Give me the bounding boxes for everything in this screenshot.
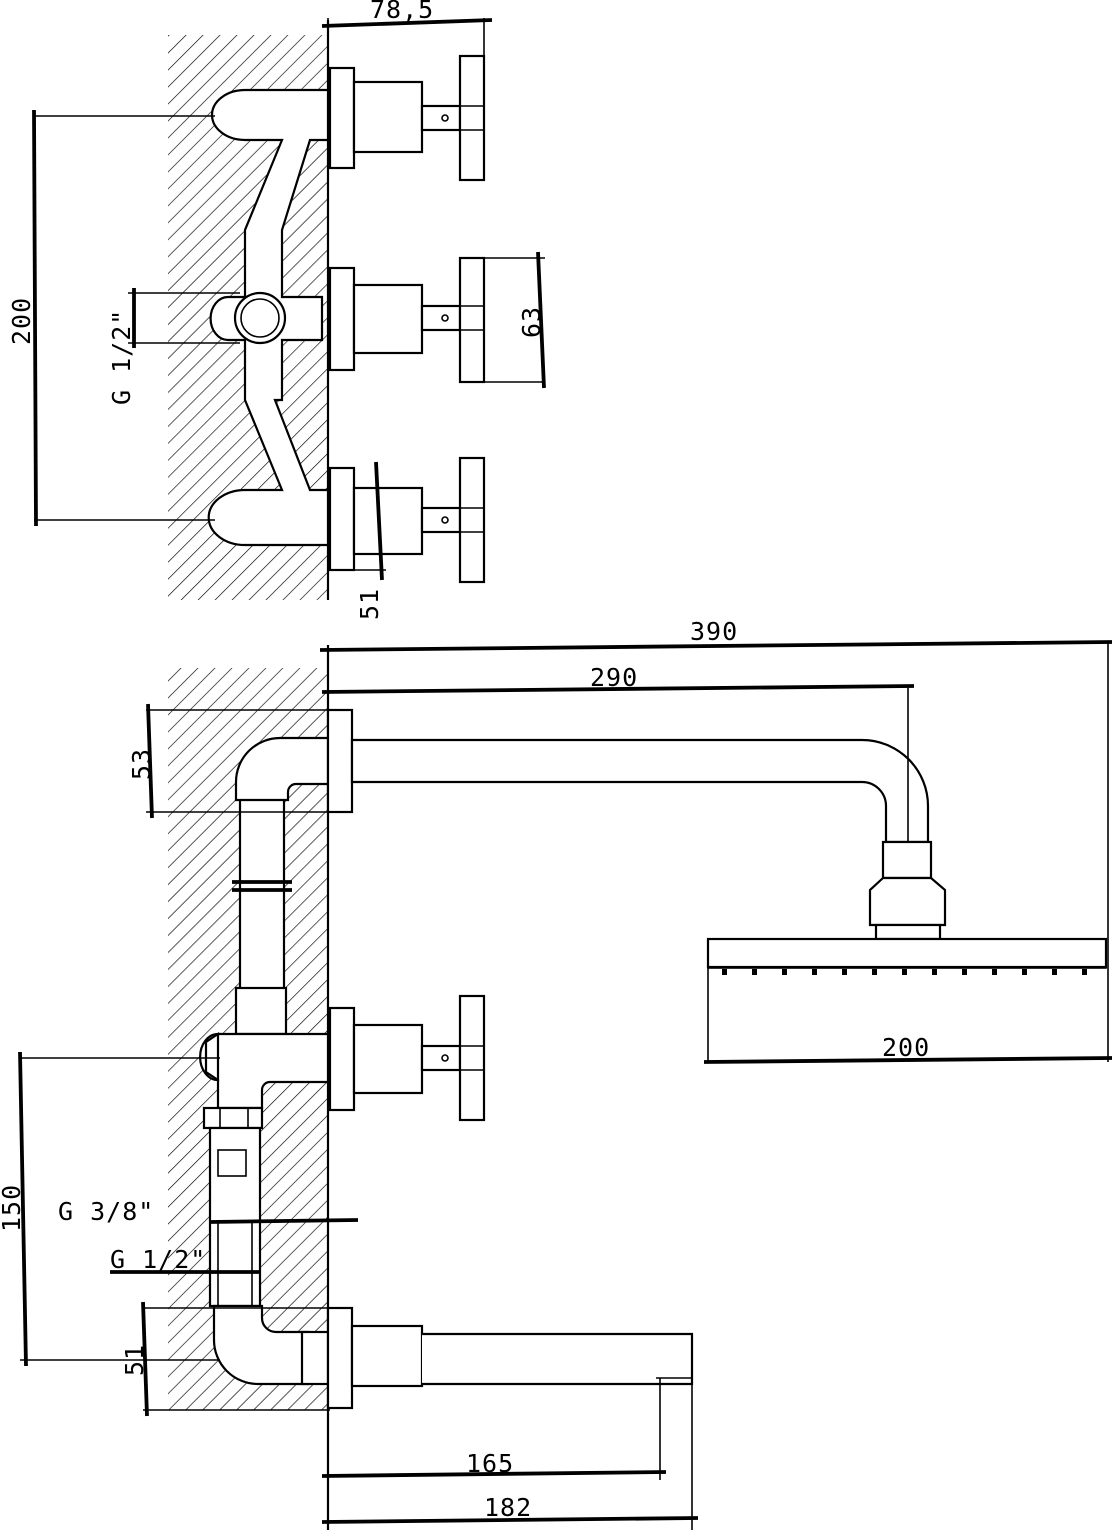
dim-head-label: 200 bbox=[882, 1033, 930, 1062]
dim-depth-top: 51 bbox=[330, 461, 386, 620]
thread-top: G 1/2" bbox=[107, 288, 240, 405]
dim-flange: 53 bbox=[127, 703, 330, 819]
shower-arm bbox=[326, 708, 930, 844]
dim-handle-top: 63 bbox=[460, 251, 546, 389]
spout bbox=[326, 1306, 694, 1530]
dim-spout-outer: 182 bbox=[321, 1493, 699, 1524]
handle-middle-top bbox=[328, 256, 486, 384]
nozzle bbox=[752, 969, 757, 975]
dim-width-top-label: 78,5 bbox=[370, 0, 434, 24]
handle-lower-top bbox=[328, 456, 486, 584]
shower-head bbox=[706, 937, 1108, 975]
dim-depth-top-label: 51 bbox=[355, 588, 384, 620]
dim-depth-front: 51 bbox=[120, 1301, 330, 1417]
dim-handle-top-label: 63 bbox=[517, 306, 546, 338]
nozzle bbox=[722, 969, 727, 975]
dim-spout-inner: 165 bbox=[321, 1449, 667, 1478]
thread-upper-label: G 3/8" bbox=[58, 1197, 154, 1226]
dim-spout-inner-label: 165 bbox=[466, 1449, 514, 1478]
thread-top-label: G 1/2" bbox=[107, 309, 136, 405]
thread-lower-front: G 1/2" bbox=[110, 1245, 260, 1274]
mixer-body-front bbox=[199, 986, 330, 1110]
dim-spacing-label: 150 bbox=[0, 1184, 26, 1232]
dim-total: 390 bbox=[319, 617, 1113, 1062]
dim-arm-label: 290 bbox=[590, 663, 638, 692]
nozzle bbox=[812, 969, 817, 975]
front-view: 390 290 53 200 150 bbox=[0, 617, 1113, 1530]
hex-nut bbox=[202, 1106, 264, 1130]
nozzle bbox=[962, 969, 967, 975]
nozzle bbox=[902, 969, 907, 975]
thread-upper-front: G 3/8" bbox=[58, 1197, 359, 1226]
lower-pipe bbox=[208, 1126, 330, 1386]
dim-height-top-label: 200 bbox=[7, 297, 36, 345]
riser-pipe bbox=[232, 736, 330, 992]
thread-lower-label: G 1/2" bbox=[110, 1245, 206, 1274]
dim-flange-label: 53 bbox=[127, 748, 156, 780]
shower-connector bbox=[868, 840, 947, 941]
dim-depth-front-label: 51 bbox=[120, 1344, 149, 1376]
nozzle bbox=[1022, 969, 1027, 975]
top-view: 78,5 200 G 1/2" 63 51 bbox=[7, 0, 546, 620]
nozzle bbox=[992, 969, 997, 975]
nozzle bbox=[872, 969, 877, 975]
dim-total-label: 390 bbox=[690, 617, 738, 646]
dim-spout-outer-label: 182 bbox=[484, 1493, 532, 1522]
valve-body-top bbox=[207, 88, 330, 547]
handle-upper-top bbox=[328, 54, 486, 182]
dim-head: 200 bbox=[703, 967, 1113, 1064]
dim-arm: 290 bbox=[321, 663, 915, 842]
dim-width-top: 78,5 bbox=[321, 0, 493, 56]
dim-height-top: 200 bbox=[7, 109, 215, 527]
dim-spacing: 150 bbox=[0, 1051, 220, 1367]
nozzle bbox=[932, 969, 937, 975]
nozzle bbox=[1082, 969, 1087, 975]
nozzle bbox=[842, 969, 847, 975]
nozzle bbox=[782, 969, 787, 975]
nozzle bbox=[1052, 969, 1057, 975]
handle-front bbox=[328, 994, 486, 1122]
